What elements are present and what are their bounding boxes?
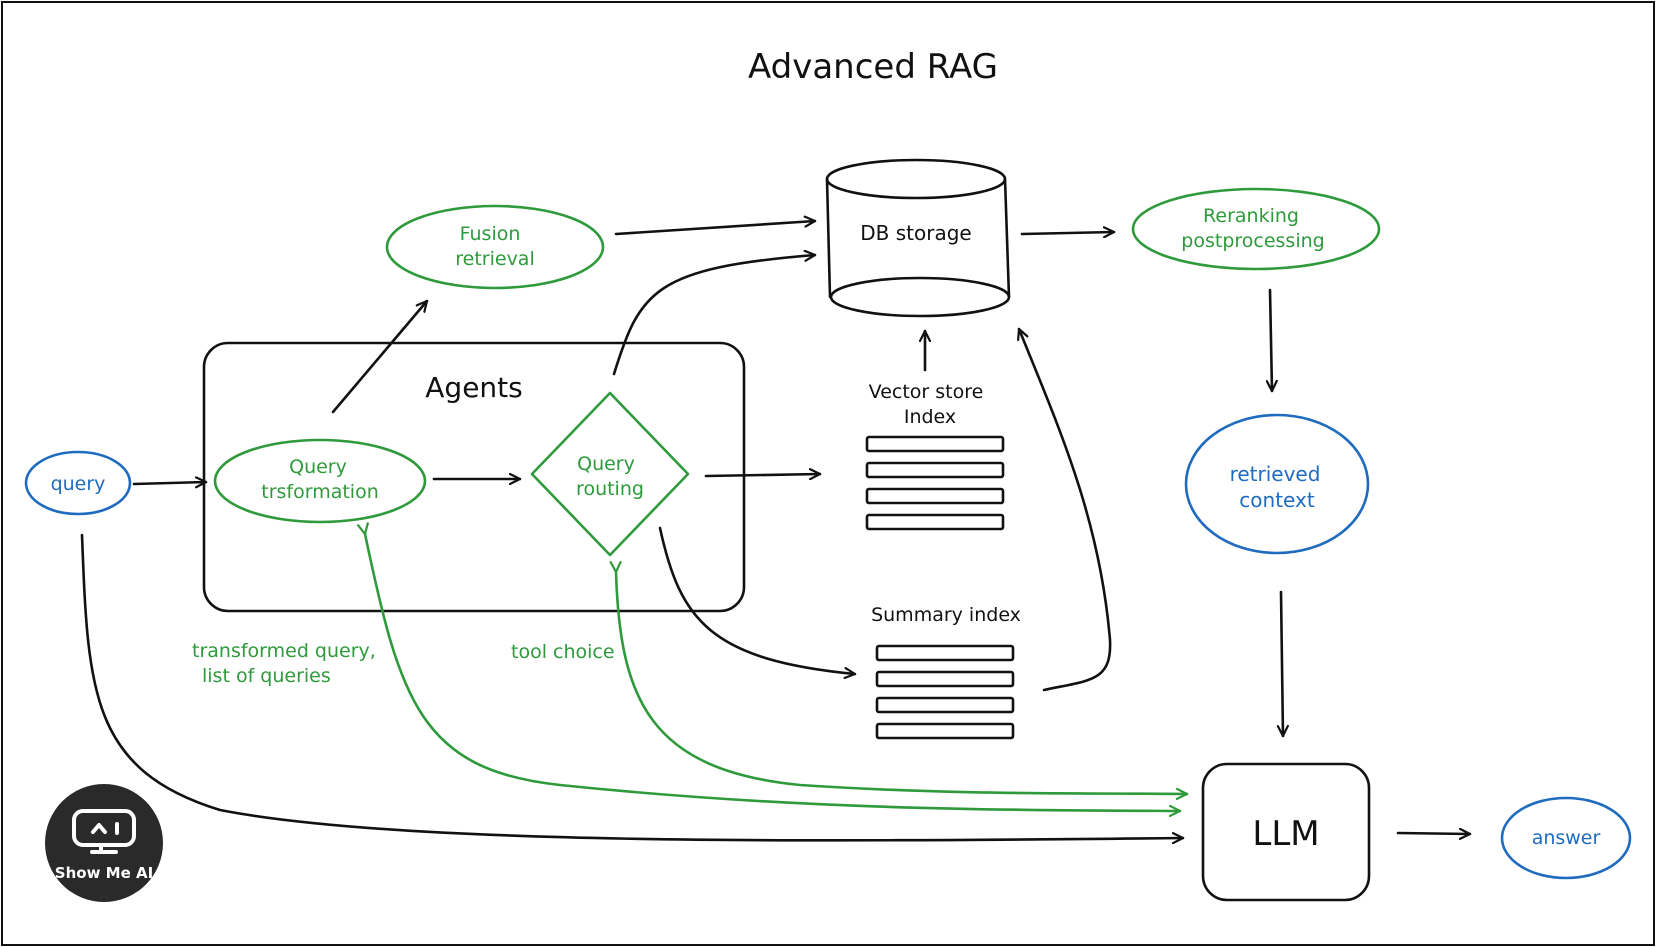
arrow-routing-to-summary-index [658, 526, 857, 674]
transformed-query-label-line-2: list of queries [202, 665, 331, 687]
arrow-llm-transformation [365, 534, 1182, 811]
query-transformation-line-2: trsformation [261, 481, 379, 503]
vector-store-label-line-2: Index [904, 406, 956, 428]
reranking-line-1: Reranking [1203, 205, 1299, 227]
arrow-query-to-transformation [132, 482, 208, 484]
transformed-query-label-line-1: transformed query, [192, 640, 376, 662]
query-transformation-node [213, 438, 427, 524]
fusion-retrieval-line-2: retrieval [455, 248, 534, 270]
reranking-node [1131, 187, 1381, 271]
summary-index-label: Summary index [871, 604, 1021, 626]
arrow-llm-routing [616, 572, 1189, 794]
retrieved-context-line-1: retrieved [1230, 462, 1321, 486]
arrow-llm-to-answer [1396, 833, 1472, 834]
query-label: query [51, 473, 106, 495]
show-me-ai-logo: Show Me AI [45, 784, 163, 902]
vector-store-index-stack [865, 435, 1005, 531]
db-storage-label: DB storage [860, 221, 971, 245]
logo-text: Show Me AI [54, 864, 154, 882]
answer-node [1500, 796, 1632, 880]
summary-index-stack [875, 644, 1015, 740]
arrow-routing-to-vector-index [704, 474, 822, 476]
arrow-reranking-to-context [1270, 288, 1272, 393]
query-transformation-line-1: Query [289, 456, 347, 478]
arrow-fusion-to-db [614, 221, 817, 236]
agents-label: Agents [425, 371, 522, 404]
retrieved-context-node [1184, 413, 1370, 555]
llm-node [1201, 762, 1371, 902]
fusion-retrieval-line-1: Fusion [460, 223, 521, 245]
retrieved-context-line-2: context [1239, 488, 1315, 512]
arrow-summary-index-to-db [1019, 327, 1112, 692]
vector-store-label-line-1: Vector store [869, 381, 984, 403]
tool-choice-label: tool choice [511, 641, 615, 663]
arrow-db-to-reranking [1020, 232, 1116, 234]
answer-label: answer [1532, 827, 1601, 849]
arrow-context-to-llm [1281, 590, 1283, 738]
llm-label: LLM [1252, 814, 1319, 854]
arrow-routing-to-db [612, 255, 817, 376]
reranking-line-2: postprocessing [1181, 230, 1324, 252]
query-node [24, 450, 132, 516]
query-routing-line-1: Query [577, 453, 635, 475]
diagram-title: Advanced RAG [748, 47, 998, 87]
arrow-transformation-to-fusion [331, 299, 429, 414]
arrow-query-to-llm [80, 533, 1185, 840]
robot-face-icon [72, 809, 136, 854]
db-storage-node [825, 158, 1011, 318]
query-routing-line-2: routing [576, 478, 644, 500]
fusion-retrieval-node [385, 204, 605, 290]
